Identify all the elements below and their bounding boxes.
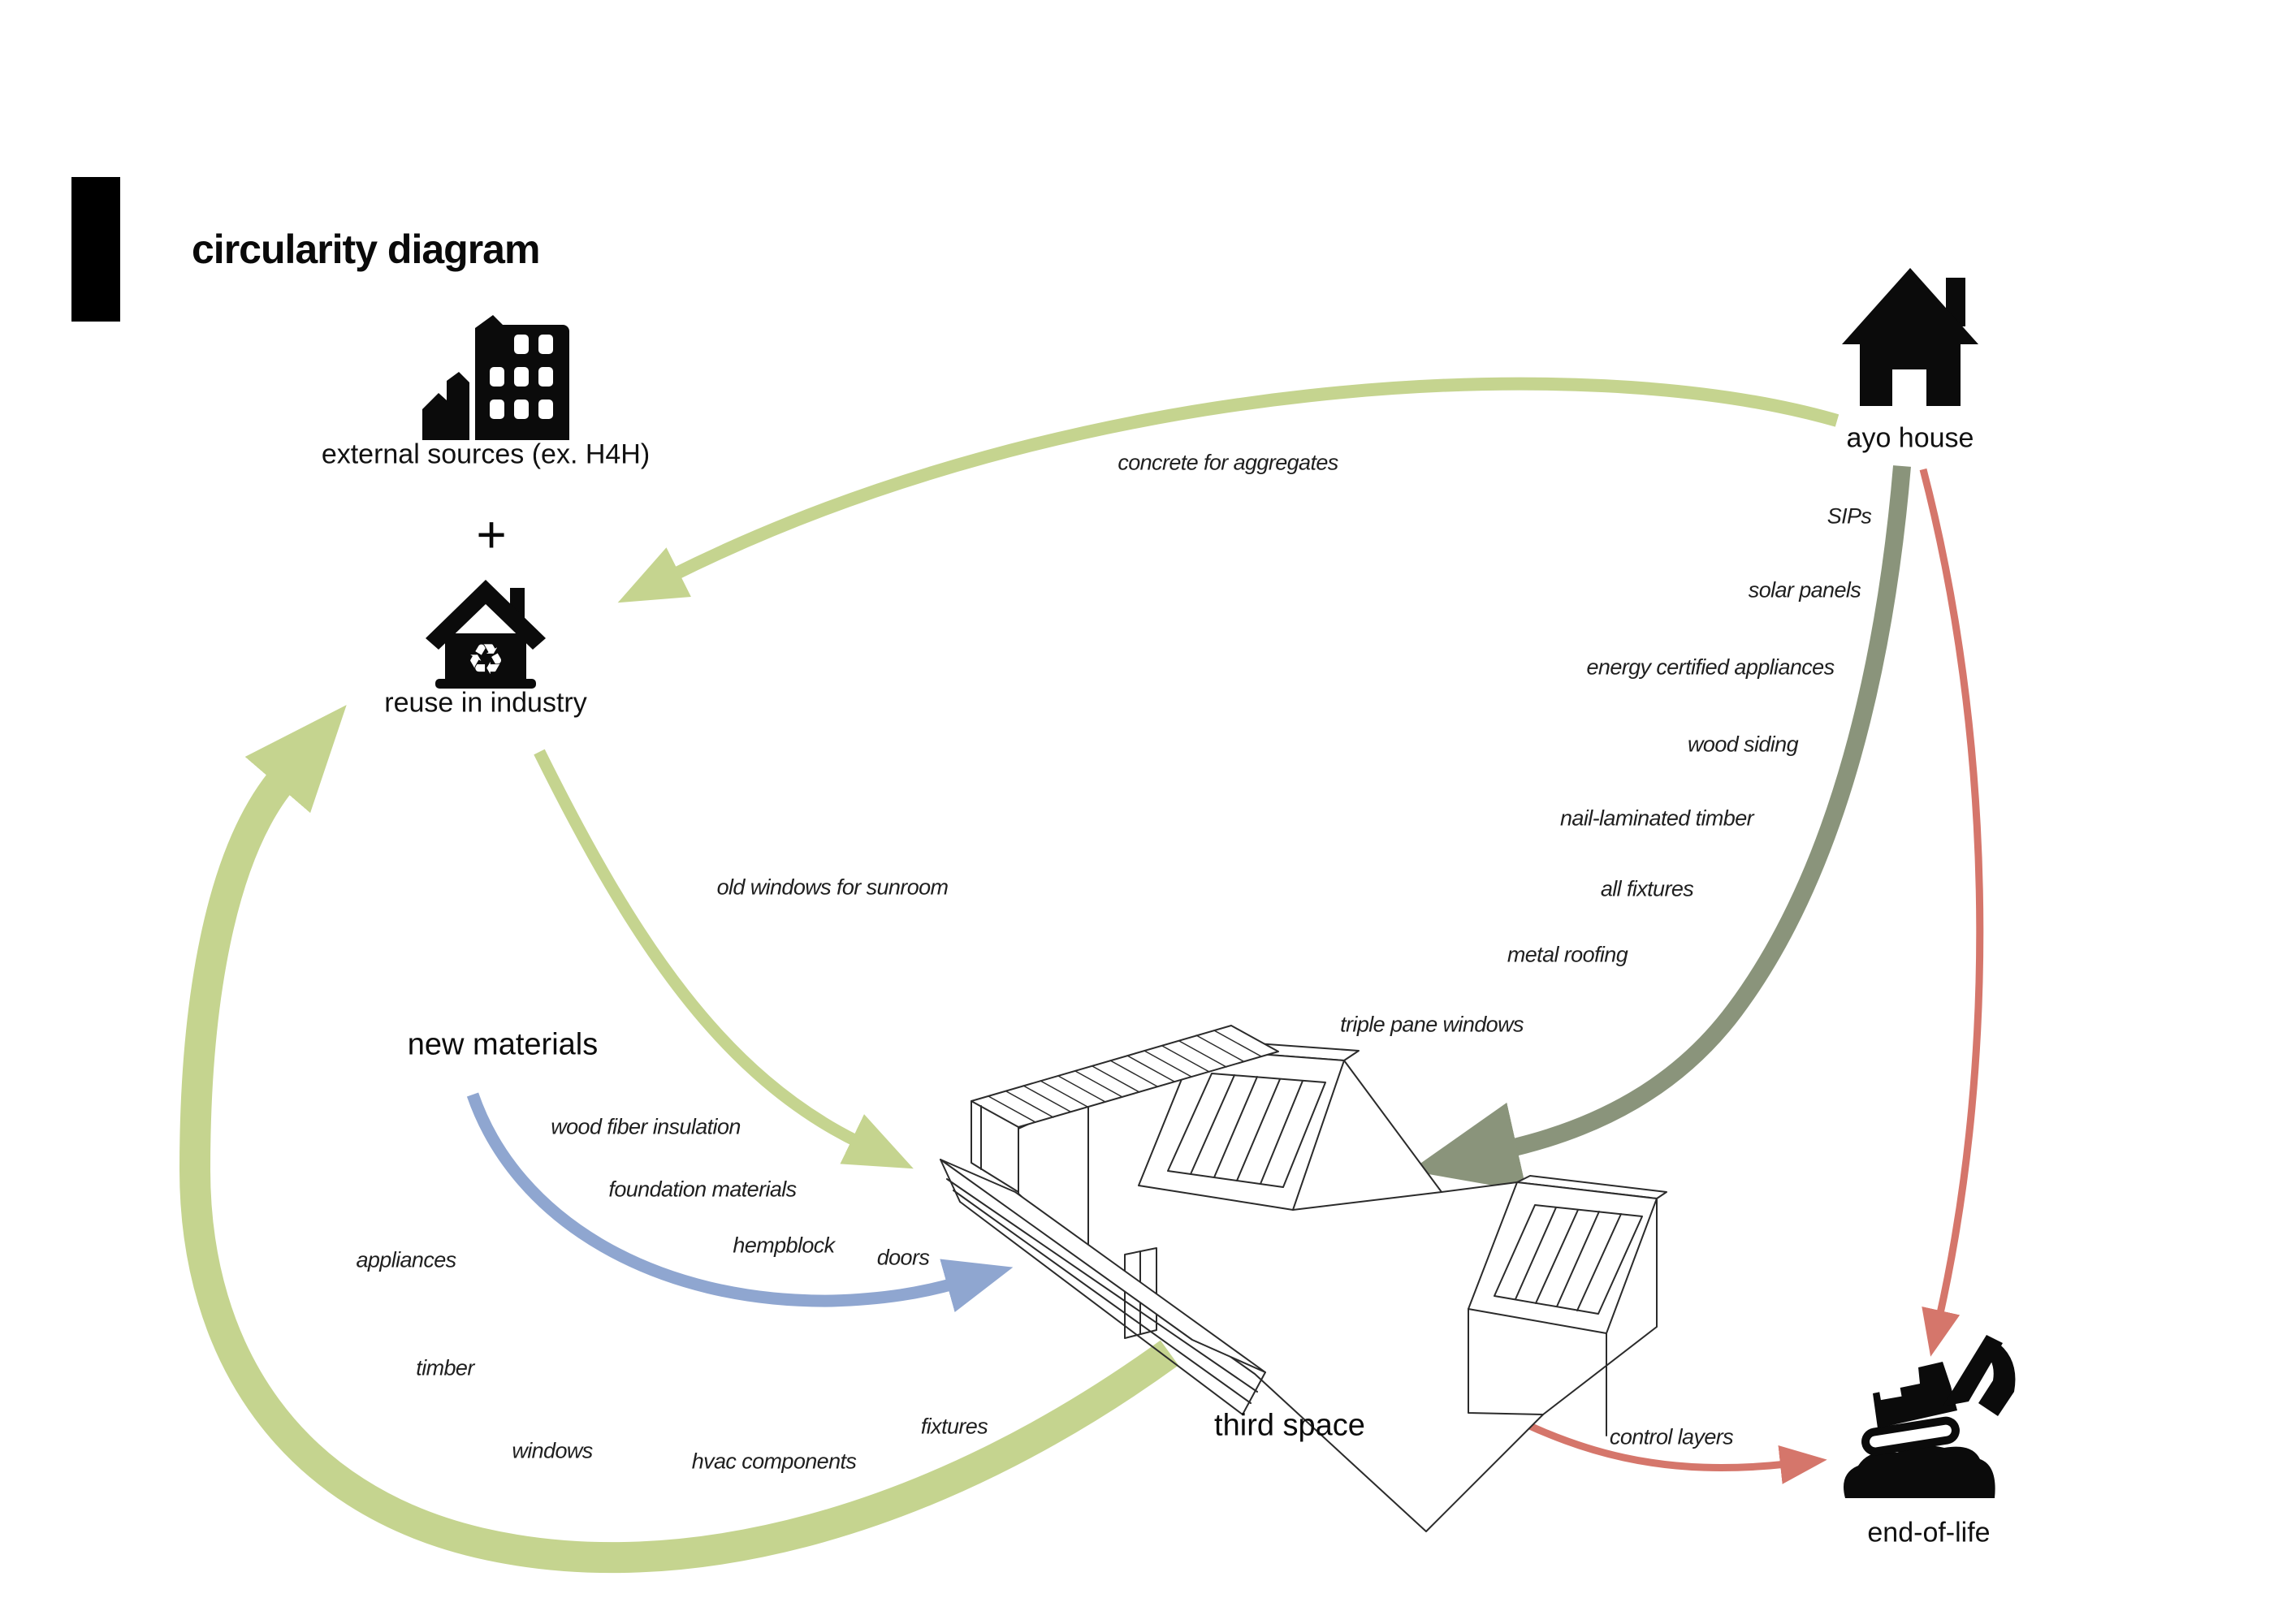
flow-label-wood-siding: wood siding (1688, 732, 1799, 757)
isometric-house-drawing (940, 1025, 1667, 1532)
title-swatch (71, 177, 120, 322)
flow-label-fixtures: fixtures (920, 1414, 988, 1439)
flow-third-space-to-reuse (179, 705, 1179, 1574)
recycle-house-icon: ♻ (426, 580, 546, 689)
flow-label-all-fixtures: all fixtures (1600, 876, 1694, 901)
flow-label-wood-fiber-insulation: wood fiber insulation (551, 1114, 741, 1139)
label-new-materials: new materials (407, 1027, 599, 1062)
flow-ayo-to-reuse (617, 377, 1840, 603)
flow-ayo-to-end-of-life (1919, 468, 1984, 1357)
flow-label-sips: SIPs (1827, 503, 1872, 529)
flow-reuse-to-third-space (534, 749, 914, 1169)
flow-label-appliances: appliances (356, 1247, 456, 1272)
flow-label-windows: windows (512, 1438, 593, 1463)
flow-ayo-to-third-space (1409, 465, 1911, 1192)
label-external-sources: external sources (ex. H4H) (321, 438, 651, 470)
label-reuse-in-industry: reuse in industry (384, 687, 587, 719)
building-icon (422, 315, 569, 440)
flow-label-foundation-materials: foundation materials (608, 1177, 797, 1202)
flow-label-control-layers: control layers (1609, 1424, 1734, 1449)
flow-label-concrete-for-aggregates: concrete for aggregates (1118, 450, 1338, 475)
flow-label-solar-panels: solar panels (1748, 577, 1861, 603)
recycle-icon: ♻ (467, 637, 505, 684)
flow-label-nail-laminated-timber: nail-laminated timber (1559, 806, 1754, 831)
label-ayo-house: ayo house (1846, 422, 1974, 454)
label-end-of-life: end-of-life (1867, 1517, 1991, 1548)
house-icon (1842, 268, 1978, 406)
flow-label-timber: timber (416, 1355, 474, 1380)
plus-sign: + (476, 505, 507, 564)
flow-label-hempblock: hempblock (733, 1233, 835, 1258)
label-third-space: third space (1214, 1408, 1365, 1443)
flow-label-doors: doors (876, 1245, 930, 1270)
flow-new-materials-to-third-space (466, 1092, 1014, 1312)
page-title: circularity diagram (192, 227, 540, 272)
excavator-icon (1844, 1335, 2016, 1498)
title-block: circularity diagram (71, 177, 540, 322)
flow-label-old-windows-for-sunroom: old windows for sunroom (716, 875, 949, 900)
flow-label-energy-certified-appliances: energy certified appliances (1586, 654, 1835, 680)
flow-label-metal-roofing: metal roofing (1507, 942, 1628, 967)
flow-label-hvac-components: hvac components (691, 1449, 857, 1474)
flow-label-triple-pane-windows: triple pane windows (1340, 1012, 1524, 1037)
